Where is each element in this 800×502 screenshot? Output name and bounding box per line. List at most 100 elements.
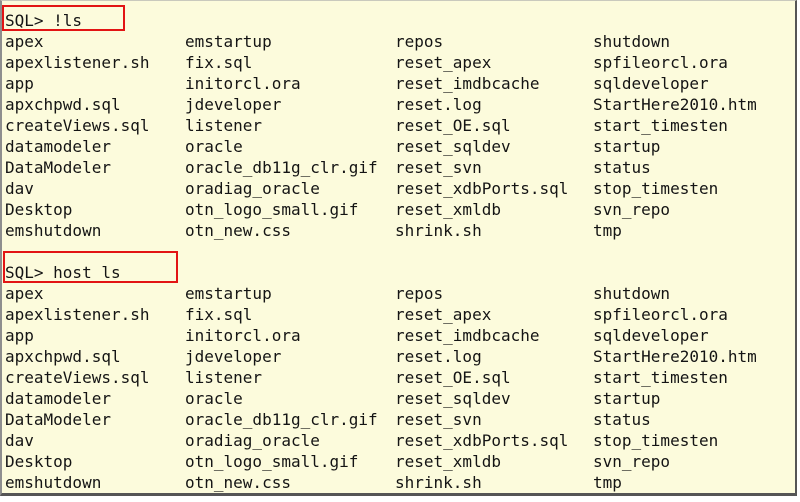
file-name: createViews.sql bbox=[5, 116, 150, 135]
file-name: StartHere2010.htm bbox=[593, 95, 757, 114]
file-name: reset_sqldev bbox=[395, 389, 511, 408]
file-name: svn_repo bbox=[593, 452, 671, 471]
listing-row: createViews.sql listener reset_OE.sql start… bbox=[5, 115, 795, 136]
file-name: status bbox=[593, 158, 651, 177]
file-name: svn_repo bbox=[593, 200, 671, 219]
file-name: reset_imdbcache bbox=[395, 74, 540, 93]
listing-row: DataModeler oracle_db11g_clr.gif reset_svn… bbox=[5, 409, 795, 430]
file-name: emshutdown bbox=[5, 473, 102, 492]
file-name: createViews.sql bbox=[5, 368, 150, 387]
listing-row: dav oradiag_oracle reset_xdbPorts.sql stop_… bbox=[5, 178, 795, 199]
listing-row: datamodeler oracle reset_sqldev startup bbox=[5, 388, 795, 409]
file-name: oracle bbox=[185, 389, 243, 408]
file-name: app bbox=[5, 74, 34, 93]
file-name: spfileorcl.ora bbox=[593, 53, 728, 72]
file-name: initorcl.ora bbox=[185, 74, 301, 93]
file-name: reset_OE.sql bbox=[395, 116, 511, 135]
file-name: apex bbox=[5, 32, 44, 51]
file-name: datamodeler bbox=[5, 389, 111, 408]
listing-row: apex emstartup repos shutdown bbox=[5, 31, 795, 52]
file-name: reset.log bbox=[395, 95, 482, 114]
file-name: otn_new.css bbox=[185, 221, 291, 240]
file-name: dav bbox=[5, 179, 34, 198]
file-name: reset.log bbox=[395, 347, 482, 366]
file-name: reset_xmldb bbox=[395, 200, 501, 219]
file-name: shutdown bbox=[593, 32, 671, 51]
file-name: apxchpwd.sql bbox=[5, 95, 121, 114]
file-name: reset_OE.sql bbox=[395, 368, 511, 387]
file-name: datamodeler bbox=[5, 137, 111, 156]
file-name: listener bbox=[185, 116, 263, 135]
file-name: app bbox=[5, 326, 34, 345]
file-name: startup bbox=[593, 389, 661, 408]
file-name: DataModeler bbox=[5, 410, 111, 429]
file-name: DataModeler bbox=[5, 158, 111, 177]
file-name: status bbox=[593, 410, 651, 429]
listing-row: apexlistener.sh fix.sql reset_apex spfileor… bbox=[5, 304, 795, 325]
listing-row: apxchpwd.sql jdeveloper reset.log StartHere… bbox=[5, 346, 795, 367]
file-name: fix.sql bbox=[185, 305, 253, 324]
file-name: oracle_db11g_clr.gif bbox=[185, 410, 378, 429]
file-name: apexlistener.sh bbox=[5, 53, 150, 72]
file-name: apexlistener.sh bbox=[5, 305, 150, 324]
file-name: reset_svn bbox=[395, 158, 482, 177]
file-name: shrink.sh bbox=[395, 473, 482, 492]
file-name: reset_xdbPorts.sql bbox=[395, 179, 569, 198]
file-name: fix.sql bbox=[185, 53, 253, 72]
file-name: apex bbox=[5, 284, 44, 303]
file-name: reset_apex bbox=[395, 53, 492, 72]
file-name: emstartup bbox=[185, 32, 272, 51]
prompt-command-2: SQL> host ls bbox=[5, 263, 121, 282]
file-name: Desktop bbox=[5, 452, 73, 471]
file-name: initorcl.ora bbox=[185, 326, 301, 345]
file-name: stop_timesten bbox=[593, 431, 719, 450]
file-name: oracle bbox=[185, 137, 243, 156]
file-name: Desktop bbox=[5, 200, 73, 219]
file-name: repos bbox=[395, 284, 444, 303]
file-name: apxchpwd.sql bbox=[5, 347, 121, 366]
file-name: repos bbox=[395, 32, 444, 51]
prompt-command-1: SQL> !ls bbox=[5, 11, 83, 30]
file-name: reset_svn bbox=[395, 410, 482, 429]
blank-line bbox=[5, 241, 795, 262]
prompt-line-2: SQL> host ls bbox=[5, 262, 795, 283]
file-name: oradiag_oracle bbox=[185, 431, 320, 450]
file-name: start_timesten bbox=[593, 368, 728, 387]
listing-row: apxchpwd.sql jdeveloper reset.log StartHere… bbox=[5, 94, 795, 115]
file-name: oradiag_oracle bbox=[185, 179, 320, 198]
file-name: startup bbox=[593, 137, 661, 156]
file-name: otn_new.css bbox=[185, 473, 291, 492]
listing-row: app initorcl.ora reset_imdbcache sqldevelop… bbox=[5, 73, 795, 94]
file-name: emshutdown bbox=[5, 221, 102, 240]
file-name: sqldeveloper bbox=[593, 326, 709, 345]
listing-row: createViews.sql listener reset_OE.sql start… bbox=[5, 367, 795, 388]
file-name: spfileorcl.ora bbox=[593, 305, 728, 324]
file-name: jdeveloper bbox=[185, 347, 282, 366]
listing-row: apexlistener.sh fix.sql reset_apex spfileor… bbox=[5, 52, 795, 73]
file-name: listener bbox=[185, 368, 263, 387]
file-name: otn_logo_small.gif bbox=[185, 200, 359, 219]
file-name: shutdown bbox=[593, 284, 671, 303]
file-name: jdeveloper bbox=[185, 95, 282, 114]
file-name: sqldeveloper bbox=[593, 74, 709, 93]
listing-row: emshutdown otn_new.css shrink.sh tmp bbox=[5, 472, 795, 493]
file-name: reset_imdbcache bbox=[395, 326, 540, 345]
file-name: start_timesten bbox=[593, 116, 728, 135]
file-name: StartHere2010.htm bbox=[593, 347, 757, 366]
file-name: reset_xdbPorts.sql bbox=[395, 431, 569, 450]
listing-row: app initorcl.ora reset_imdbcache sqldevelop… bbox=[5, 325, 795, 346]
listing-row: apex emstartup repos shutdown bbox=[5, 283, 795, 304]
file-name: reset_apex bbox=[395, 305, 492, 324]
file-name: emstartup bbox=[185, 284, 272, 303]
file-name: otn_logo_small.gif bbox=[185, 452, 359, 471]
file-name: stop_timesten bbox=[593, 179, 719, 198]
listing-row: Desktop otn_logo_small.gif reset_xmldb svn_… bbox=[5, 199, 795, 220]
file-name: tmp bbox=[593, 473, 622, 492]
